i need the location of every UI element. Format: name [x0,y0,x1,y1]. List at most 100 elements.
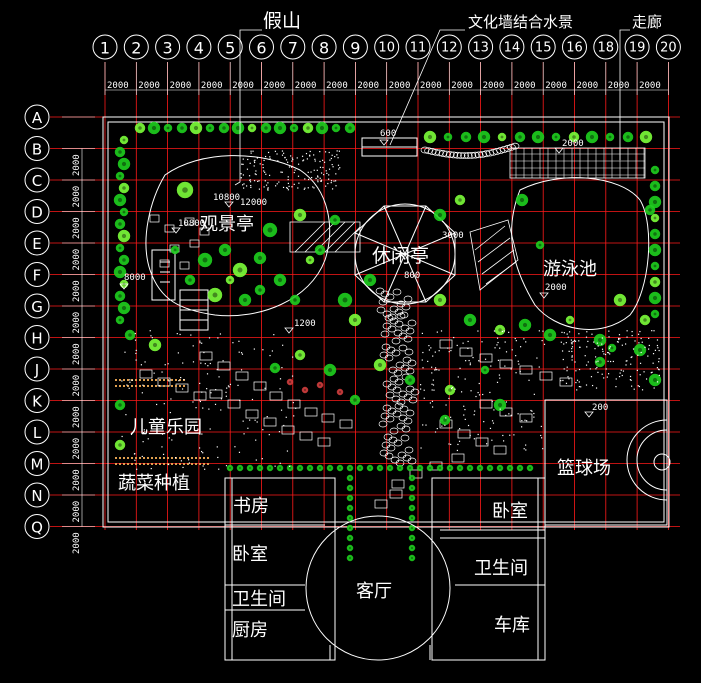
tree-symbol-icon [286,464,294,472]
tree-symbol-icon [456,464,464,472]
tree-symbol-icon [506,464,514,472]
callout-corridor: 走廊 [632,13,662,31]
tree-symbol-icon [331,123,341,133]
tree-symbol-icon [386,464,394,472]
column-dimension-label: 2000 [138,81,160,91]
row-bubble: Q [24,514,50,539]
house-outline [224,477,546,661]
column-bubble-label: 13 [472,41,489,56]
column-bubble: 18 [593,34,619,60]
circle-bubble-icon [405,34,431,60]
tree-symbol-icon [147,121,161,135]
label-viewing-pavilion: 观景亭 [200,214,254,235]
room-bedroom-right: 卧室 [492,501,528,522]
circle-bubble-icon [24,451,50,476]
tree-symbol-icon [232,262,248,278]
tree-symbol-icon [336,464,344,472]
tree-symbol-icon [226,464,234,472]
tree-symbol-icon [408,484,416,492]
tree-symbol-icon [253,251,267,265]
tree-symbol-icon [273,273,287,287]
label-vegetable-plot: 蔬菜种植 [118,473,190,494]
tree-symbol-icon [515,193,529,207]
tree-symbol-icon [346,514,354,522]
tree-symbol-icon [633,343,647,357]
tree-symbol-icon [356,464,364,472]
elev-pool: 2000 [545,283,567,293]
column-bubble: 3 [155,34,181,60]
tree-symbol-icon [477,130,491,144]
column-bubble: 20 [655,34,681,60]
tree-symbol-icon [518,318,532,332]
tree-symbol-icon [446,464,454,472]
column-bubble: 5 [217,34,243,60]
tree-symbol-icon [408,534,416,542]
tree-symbol-icon [115,315,125,325]
tree-symbol-icon [184,274,196,286]
gravel-scatter [121,150,660,470]
row-bubble-label: F [33,267,42,285]
label-leisure-pavilion: 休闲亭 [372,245,429,267]
tree-symbol-icon [346,534,354,542]
row-bubble: N [24,482,50,508]
column-bubble-label: 7 [288,39,298,58]
tree-symbol-icon [454,194,466,206]
tree-symbol-icon [436,464,444,472]
tree-symbol-icon [323,363,337,377]
tree-symbol-icon [648,291,662,305]
row-bubble-label: K [32,393,43,411]
tree-symbol-icon [408,514,416,522]
tree-symbol-icon [176,122,188,134]
tree-symbol-icon [305,255,315,265]
tree-symbol-icon [408,544,416,552]
room-bathroom-right: 卫生间 [474,558,528,579]
row-bubble: B [24,136,50,161]
column-bubble: 10 [374,34,400,60]
tree-symbol-icon [408,474,416,482]
tree-symbol-icon [443,132,453,142]
tree-symbol-icon [648,373,662,387]
tree-symbol-icon [286,378,294,386]
tree-symbol-icon [119,207,129,217]
circle-bubble-icon [24,293,50,319]
tree-symbol-icon [396,464,404,472]
pebble-path [375,142,520,467]
column-dimension-label: 2000 [389,81,411,91]
row-bubble-label: C [32,172,42,190]
row-bubble: E [24,230,50,256]
row-bubble-label: D [31,204,43,222]
tree-symbol-icon [408,494,416,502]
circle-bubble-icon [24,262,50,287]
tree-symbol-icon [113,265,127,279]
circle-bubble-icon [24,136,50,161]
row-bubble-label: B [32,141,42,159]
column-bubble-label: 2 [131,39,141,58]
row-bubble-label: E [32,235,41,253]
elev-pavilion-top: 3000 [442,231,464,241]
column-bubble: 1 [92,34,118,60]
tree-symbol-icon [247,123,257,133]
tree-symbol-icon [526,464,534,472]
circle-bubble-icon [155,34,181,60]
tree-symbol-icon [114,146,126,158]
tree-symbol-icon [218,243,232,257]
corridor-trellis-lines [510,148,645,178]
column-bubble-label: 3 [163,39,173,58]
circle-bubble-icon [24,388,50,413]
tree-symbol-icon [276,464,284,472]
row-dimension-label: 2000 [72,280,82,302]
circle-bubble-icon [280,34,306,60]
tree-symbol-icon [329,214,341,226]
tree-symbol-icon [568,131,580,143]
tree-symbol-icon [433,208,447,222]
tree-symbol-icon [118,182,130,194]
tree-symbol-icon [426,464,434,472]
column-dimension-label: 2000 [514,81,536,91]
tree-symbol-icon [114,439,126,451]
column-bubble-label: 20 [660,41,677,56]
circle-bubble-icon [24,419,50,445]
tree-symbol-icon [148,338,162,352]
